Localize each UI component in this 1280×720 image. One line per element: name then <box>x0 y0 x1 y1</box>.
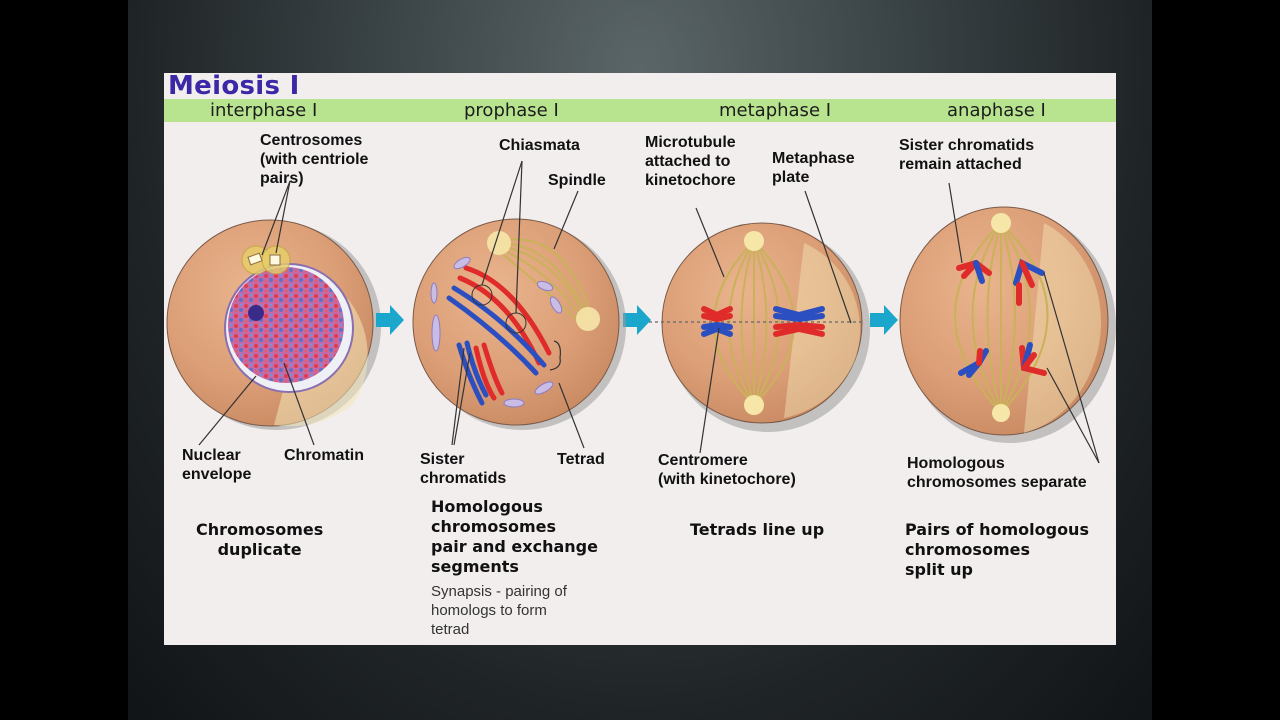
caption-anaphase: Pairs of homologous chromosomes split up <box>905 520 1089 579</box>
prophase-cell <box>412 218 626 430</box>
diagram-panel: Meiosis I interphase I prophase I metaph… <box>164 71 1116 645</box>
phase-label-metaphase: metaphase I <box>719 100 832 121</box>
label-chiasmata: Chiasmata <box>499 137 580 154</box>
label-sister-chromatids-attached: Sister chromatids remain attached <box>899 137 1035 173</box>
label-centrosomes: Centrosomes (with centriole pairs) <box>260 132 369 187</box>
anaphase-cell <box>899 206 1116 443</box>
note-synapsis: Synapsis - pairing of homologs to form t… <box>431 583 567 638</box>
label-sister-chromatids: Sister chromatids <box>420 451 507 487</box>
caption-metaphase: Tetrads line up <box>690 520 825 539</box>
phase-label-prophase: prophase I <box>464 100 559 121</box>
interphase-cell <box>166 219 381 430</box>
label-chromatin: Chromatin <box>284 447 364 464</box>
meiosis-illustration <box>166 160 1116 464</box>
arrow-right-icon <box>376 305 404 335</box>
label-homologous-separate: Homologous chromosomes separate <box>907 455 1087 491</box>
diagram-title: Meiosis I <box>168 71 300 101</box>
phase-header-band <box>164 99 1116 122</box>
label-metaphase-plate: Metaphase plate <box>772 150 855 186</box>
arrow-right-icon <box>623 305 651 335</box>
label-centromere: Centromere (with kinetochore) <box>658 452 796 488</box>
phase-label-interphase: interphase I <box>210 100 318 121</box>
label-tetrad: Tetrad <box>557 451 605 468</box>
label-nuclear-envelope: Nuclear envelope <box>182 447 252 483</box>
arrow-right-icon <box>870 305 898 335</box>
label-spindle: Spindle <box>548 172 606 189</box>
metaphase-cell <box>649 222 870 432</box>
caption-interphase: Chromosomes duplicate <box>196 520 324 559</box>
label-microtubule: Microtubule attached to kinetochore <box>645 134 736 189</box>
caption-prophase: Homologous chromosomes pair and exchange… <box>431 497 598 576</box>
phase-label-anaphase: anaphase I <box>947 100 1046 121</box>
